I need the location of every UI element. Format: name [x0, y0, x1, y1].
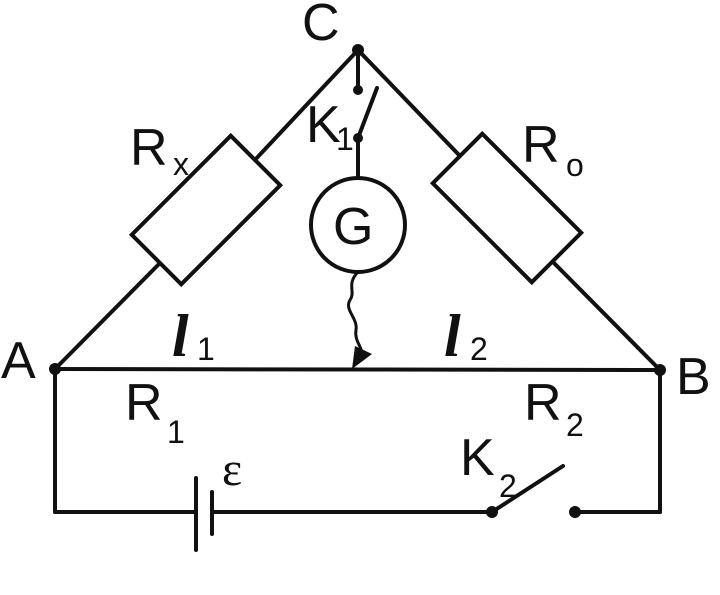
- switch-k1-top-contact: [353, 85, 363, 95]
- label-l2-sub: 2: [470, 331, 488, 367]
- switch-k1-pivot: [353, 133, 363, 143]
- node-a: [49, 363, 61, 375]
- label-rx: R: [130, 119, 168, 177]
- sliding-contact-arrow: [352, 346, 372, 369]
- label-emf: ε: [222, 443, 242, 496]
- label-k1: K: [306, 96, 341, 154]
- resistor-rx: [128, 132, 284, 288]
- switch-k2-contact: [569, 506, 581, 518]
- switch-k1-lever: [356, 86, 379, 140]
- slide-wire-ab: [53, 367, 662, 372]
- label-r1: R: [125, 374, 163, 432]
- label-r2: R: [524, 374, 562, 432]
- label-k2: K: [460, 429, 495, 487]
- label-r0-sub: o: [566, 147, 584, 183]
- label-r2-sub: 2: [566, 407, 584, 443]
- label-node-b: B: [676, 348, 711, 406]
- wire-rx-to-c: [251, 48, 360, 164]
- node-c: [352, 44, 364, 56]
- resistor-r0: [429, 130, 585, 286]
- label-rx-sub: x: [173, 146, 189, 182]
- sliding-contact-wire: [347, 270, 364, 359]
- label-l1: l: [172, 303, 189, 369]
- wire-c-to-r0: [356, 48, 462, 158]
- label-l2: l: [444, 303, 461, 369]
- label-k1-sub: 1: [336, 121, 354, 157]
- label-node-a: A: [1, 332, 36, 390]
- wire-r0-to-b: [551, 260, 662, 372]
- label-r1-sub: 1: [167, 414, 185, 450]
- wire-a-to-rx: [53, 261, 162, 371]
- label-l1-sub: 1: [197, 331, 215, 367]
- label-k2-sub: 2: [499, 468, 517, 504]
- switch-k2-lever: [490, 464, 565, 514]
- node-b: [654, 364, 666, 376]
- label-galvanometer: G: [333, 198, 373, 256]
- switch-k2-pivot: [486, 506, 498, 518]
- label-node-c: C: [302, 0, 340, 52]
- label-r0: R: [522, 116, 560, 174]
